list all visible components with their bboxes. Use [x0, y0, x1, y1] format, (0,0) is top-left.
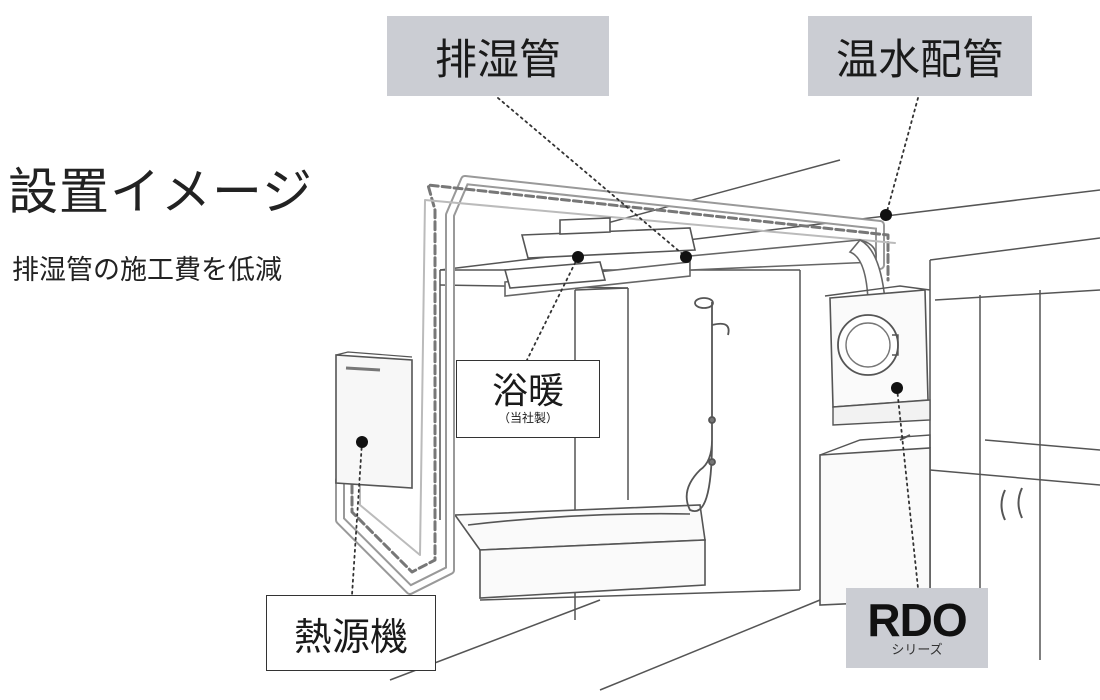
hot-water-pipe-run	[335, 175, 896, 595]
bathroom-heater-unit	[503, 217, 696, 289]
label-dryer-model-text: RDO	[867, 594, 967, 646]
label-hot-water-pipe: 温水配管	[808, 16, 1032, 96]
label-heat-source: 熱源機	[266, 595, 436, 671]
anchor-dots	[356, 209, 903, 448]
label-dryer-series-text: シリーズ	[891, 643, 943, 658]
page-subtitle: 排湿管の施工費を低減	[12, 255, 282, 286]
shower	[685, 297, 730, 512]
label-bathroom-heater: 浴暖 （当社製）	[456, 360, 600, 438]
label-exhaust-pipe: 排湿管	[387, 16, 609, 96]
bathtub	[453, 504, 706, 599]
water-heater-unit	[335, 351, 413, 489]
leader-lines	[351, 97, 919, 596]
dryer-and-washer	[819, 285, 1023, 606]
label-bathroom-heater-text: 浴暖	[491, 371, 564, 412]
page-title: 設置イメージ	[8, 163, 313, 221]
label-bathroom-heater-note: （当社製）	[497, 411, 558, 425]
label-dryer-model: RDO シリーズ	[846, 588, 988, 668]
